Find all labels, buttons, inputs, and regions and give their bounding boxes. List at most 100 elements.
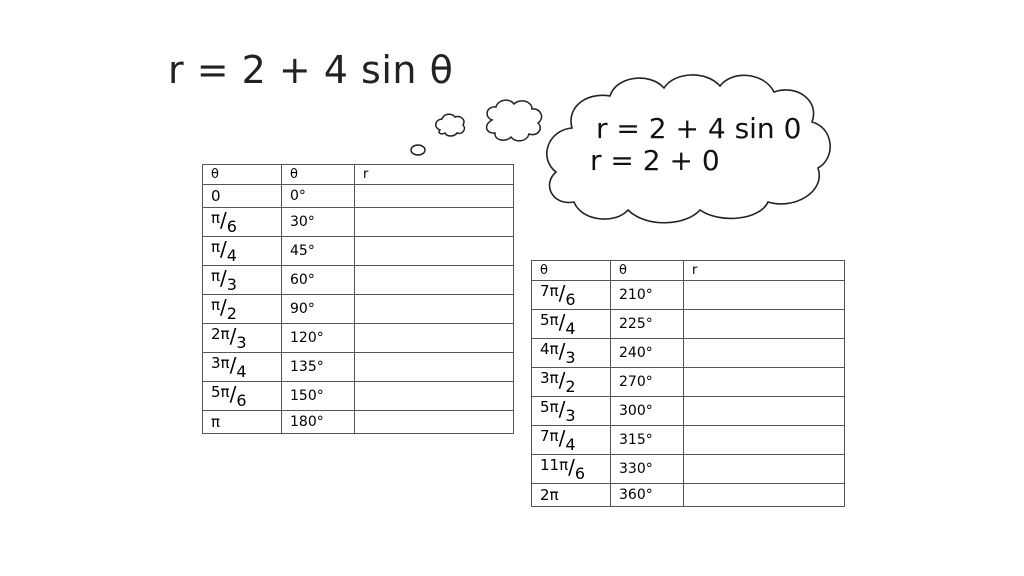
table-row: π/4 45° bbox=[202, 236, 514, 266]
degree-cell: 315° bbox=[610, 425, 684, 455]
degree-cell: 135° bbox=[281, 352, 355, 382]
degree-cell: 90° bbox=[281, 294, 355, 324]
fraction-slash: / bbox=[558, 281, 566, 305]
degree-cell: 120° bbox=[281, 323, 355, 353]
fraction: 3π/2 bbox=[540, 368, 576, 396]
table-row: π/3 60° bbox=[202, 265, 514, 295]
table-row: 3π/4 135° bbox=[202, 352, 514, 382]
r-value-cell bbox=[683, 425, 845, 455]
fraction: 5π/6 bbox=[211, 382, 247, 410]
degree-cell: 45° bbox=[281, 236, 355, 266]
radian-cell: 5π/6 bbox=[202, 381, 282, 411]
radian-cell: 2π bbox=[531, 483, 611, 507]
r-value-cell bbox=[354, 410, 514, 434]
r-value-cell bbox=[354, 323, 514, 353]
radian-cell: 7π/6 bbox=[531, 280, 611, 310]
table-row: 5π/6 150° bbox=[202, 381, 514, 411]
fraction: 4π/3 bbox=[540, 339, 576, 367]
table-row: π/2 90° bbox=[202, 294, 514, 324]
fraction: π/2 bbox=[211, 295, 237, 323]
fraction: π/3 bbox=[211, 266, 237, 294]
degree-cell: 60° bbox=[281, 265, 355, 295]
fraction-denominator: 6 bbox=[565, 290, 576, 309]
fraction-denominator: 4 bbox=[226, 246, 237, 265]
fraction-slash: / bbox=[220, 208, 227, 232]
fraction-denominator: 6 bbox=[226, 217, 237, 236]
fraction-denominator: 3 bbox=[565, 348, 576, 367]
fraction-numerator: 2π bbox=[211, 325, 230, 343]
fraction-numerator: π bbox=[211, 296, 221, 314]
thought-bubble-cloud bbox=[546, 74, 831, 224]
fraction-denominator: 4 bbox=[565, 435, 576, 454]
fraction-slash: / bbox=[220, 237, 227, 261]
thought-line-2: r = 2 + 0 bbox=[590, 144, 720, 177]
fraction-slash: / bbox=[229, 324, 237, 348]
fraction-denominator: 4 bbox=[565, 319, 576, 338]
degree-cell: 180° bbox=[281, 410, 355, 434]
fraction-numerator: π bbox=[211, 238, 221, 256]
fraction: π/6 bbox=[211, 208, 237, 236]
fraction-denominator: 3 bbox=[226, 275, 237, 294]
fraction-numerator: 11π bbox=[540, 456, 569, 474]
fraction-slash: / bbox=[220, 266, 227, 290]
r-value-cell bbox=[354, 236, 514, 266]
fraction-denominator: 4 bbox=[236, 362, 247, 381]
radian-cell: π/3 bbox=[202, 265, 282, 295]
fraction-denominator: 2 bbox=[565, 377, 576, 396]
fraction-numerator: 7π bbox=[540, 282, 559, 300]
table-row: 4π/3 240° bbox=[531, 338, 845, 368]
fraction-denominator: 6 bbox=[574, 464, 586, 483]
degree-cell: 150° bbox=[281, 381, 355, 411]
degree-cell: 330° bbox=[610, 454, 684, 484]
r-value-cell bbox=[354, 294, 514, 324]
r-value-cell bbox=[683, 338, 845, 368]
fraction-numerator: 4π bbox=[540, 340, 559, 358]
table-header-cell: θ bbox=[610, 260, 684, 281]
fraction-numerator: π bbox=[211, 209, 221, 227]
table-header-cell: r bbox=[354, 164, 514, 185]
fraction-numerator: 5π bbox=[540, 311, 559, 329]
r-value-cell bbox=[354, 352, 514, 382]
fraction-numerator: 7π bbox=[540, 427, 559, 445]
fraction-denominator: 6 bbox=[236, 391, 247, 410]
fraction-slash: / bbox=[558, 310, 566, 334]
degree-cell: 270° bbox=[610, 367, 684, 397]
radian-cell: π/6 bbox=[202, 207, 282, 237]
fraction-slash: / bbox=[558, 426, 566, 450]
degree-cell: 300° bbox=[610, 396, 684, 426]
page-title: r = 2 + 4 sin θ bbox=[168, 48, 454, 92]
fraction: 11π/6 bbox=[540, 455, 585, 483]
table-header-cell: θ bbox=[531, 260, 611, 281]
radian-cell: 5π/3 bbox=[531, 396, 611, 426]
r-value-cell bbox=[683, 454, 845, 484]
degree-cell: 210° bbox=[610, 280, 684, 310]
radian-cell: 7π/4 bbox=[531, 425, 611, 455]
table-row: 11π/6 330° bbox=[531, 454, 845, 484]
fraction-slash: / bbox=[558, 368, 566, 392]
r-value-cell bbox=[683, 280, 845, 310]
radian-cell: π/2 bbox=[202, 294, 282, 324]
r-value-cell bbox=[683, 483, 845, 507]
fraction-slash: / bbox=[568, 455, 575, 479]
fraction-numerator: 5π bbox=[540, 398, 559, 416]
fraction: 7π/4 bbox=[540, 426, 576, 454]
fraction: 3π/4 bbox=[211, 353, 247, 381]
fraction-denominator: 3 bbox=[565, 406, 576, 425]
degree-cell: 240° bbox=[610, 338, 684, 368]
fraction-slash: / bbox=[558, 339, 566, 363]
r-value-cell bbox=[354, 381, 514, 411]
r-value-cell bbox=[683, 396, 845, 426]
radian-cell: 0 bbox=[202, 184, 282, 208]
degree-cell: 0° bbox=[281, 184, 355, 208]
